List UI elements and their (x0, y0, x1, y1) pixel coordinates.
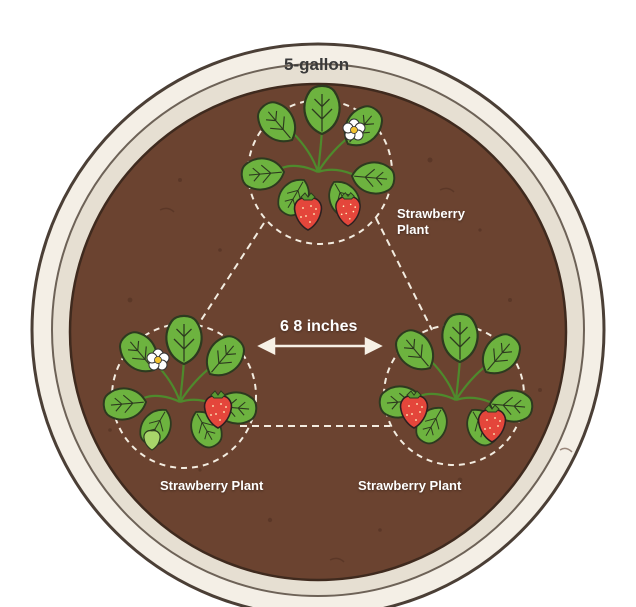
plant-label-left: Strawberry Plant (160, 478, 264, 493)
spacing-label: 6 8 inches (280, 318, 358, 335)
spacing-triangle (195, 217, 433, 427)
pot-size-label: 5-gallon (284, 55, 350, 74)
plant-label-top: Strawberry Plant (397, 206, 465, 238)
soil-texture (108, 157, 573, 563)
soil (68, 82, 568, 582)
plant-label-right: Strawberry Plant (358, 478, 462, 493)
strawberry-plant-left-icon (102, 316, 257, 453)
plant-label-top-line1: Strawberry (397, 206, 465, 221)
spacing-arrow-icon (257, 336, 383, 356)
plant-label-top-line2: Plant (397, 222, 429, 237)
